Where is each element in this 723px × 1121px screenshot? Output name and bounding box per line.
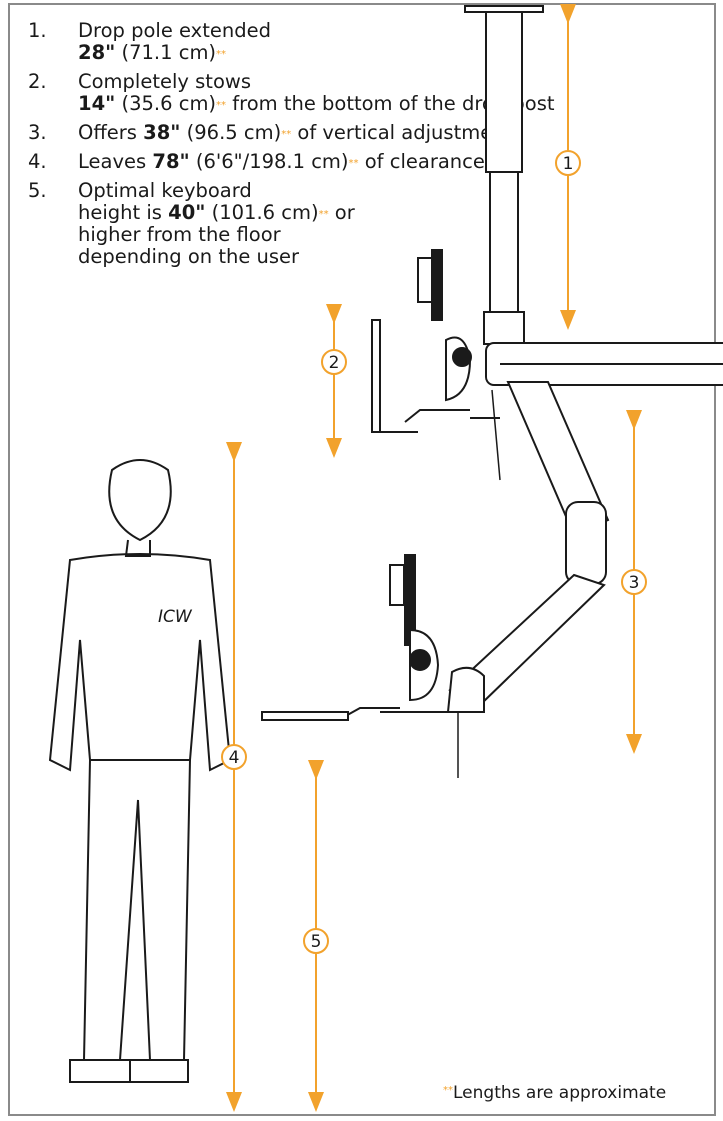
upper-arm (485, 342, 723, 386)
item-bold-value: 28" (78, 41, 116, 64)
badge-2: 2 (321, 349, 347, 375)
item-metric: (101.6 cm) (205, 201, 319, 224)
list-item: 4. Leaves 78" (6'6"/198.1 cm)** of clear… (28, 151, 555, 173)
asterisk-mark: ** (443, 1085, 453, 1096)
item-tail: of vertical adjustment (291, 121, 513, 144)
item-prefix: Leaves (78, 150, 153, 173)
badge-label: 2 (329, 353, 340, 373)
list-item: 2. Completely stows 14" (35.6 cm)** from… (28, 71, 555, 115)
asterisk-mark: ** (281, 129, 292, 140)
badge-4: 4 (221, 744, 247, 770)
item-text: Drop pole extended (78, 19, 271, 42)
item-text: Optimal keyboard (78, 179, 252, 202)
item-prefix: height is (78, 201, 169, 224)
asterisk-mark: ** (318, 209, 329, 220)
stowed-keyboard-assembly (371, 249, 500, 433)
item-tail: or higher from the floor depending on th… (78, 201, 355, 268)
badge-label: 3 (629, 573, 640, 593)
item-number: 2. (28, 70, 47, 93)
badge-label: 1 (563, 154, 574, 174)
item-number: 1. (28, 19, 47, 42)
badge-3: 3 (621, 569, 647, 595)
articulating-arm (446, 381, 610, 778)
footnote-text: Lengths are approximate (453, 1083, 667, 1103)
item-bold-value: 14" (78, 92, 116, 115)
badge-label: 5 (311, 932, 322, 952)
diagram-frame (8, 3, 716, 1116)
item-metric: (6'6"/198.1 cm) (189, 150, 349, 173)
item-number: 4. (28, 150, 47, 173)
item-number: 5. (28, 179, 47, 202)
item-metric: (96.5 cm) (180, 121, 282, 144)
person-figure (48, 459, 232, 1083)
item-tail: of clearance (358, 150, 485, 173)
item-bold-value: 78" (152, 150, 190, 173)
list-item: 3. Offers 38" (96.5 cm)** of vertical ad… (28, 122, 555, 144)
item-bold-value: 40" (168, 201, 206, 224)
asterisk-mark: ** (216, 100, 227, 111)
badge-1: 1 (555, 150, 581, 176)
item-bold-value: 38" (143, 121, 181, 144)
footnote: **Lengths are approximate (443, 1083, 666, 1103)
item-text: Completely stows (78, 70, 251, 93)
item-metric: (71.1 cm) (115, 41, 217, 64)
item-metric: (35.6 cm) (115, 92, 217, 115)
badge-5: 5 (303, 928, 329, 954)
asterisk-mark: ** (348, 158, 359, 169)
item-prefix: Offers (78, 121, 144, 144)
asterisk-mark: ** (216, 49, 227, 60)
item-number: 3. (28, 121, 47, 144)
list-item: 5. Optimal keyboard height is 40" (101.6… (28, 180, 378, 268)
shirt-logo: ICW (158, 607, 193, 627)
item-tail: from the bottom of the drop post (226, 92, 555, 115)
feature-list: 1. Drop pole extended 28" (71.1 cm)** 2.… (28, 20, 555, 275)
drop-pole (464, 5, 544, 345)
lowered-keyboard-assembly (261, 554, 458, 721)
list-item: 1. Drop pole extended 28" (71.1 cm)** (28, 20, 555, 64)
badge-label: 4 (229, 748, 240, 768)
